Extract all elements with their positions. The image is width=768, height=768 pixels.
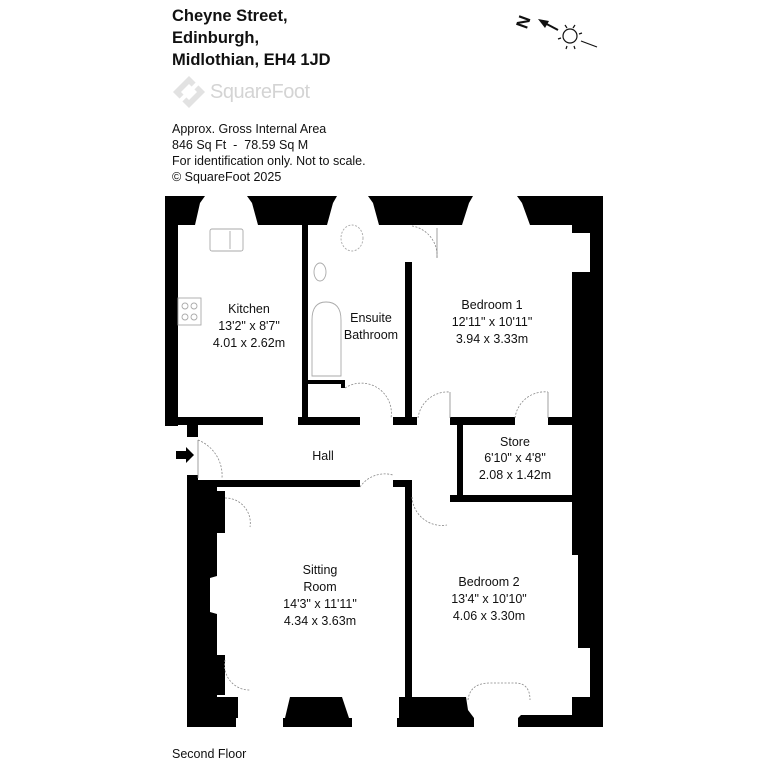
squarefoot-logo: SquareFoot bbox=[172, 75, 310, 109]
door-swings bbox=[197, 225, 549, 701]
info-line: © SquareFoot 2025 bbox=[172, 170, 282, 184]
bedroom1-name: Bedroom 1 bbox=[461, 298, 522, 312]
address-line: Cheyne Street, bbox=[172, 7, 288, 25]
info-line: 846 Sq Ft - 78.59 Sq M bbox=[172, 138, 309, 152]
sitting-name-2: Room bbox=[303, 580, 336, 594]
hob-icon bbox=[177, 297, 202, 326]
hall-name: Hall bbox=[312, 449, 334, 463]
ensuite-name: Ensuite bbox=[350, 311, 392, 325]
bedroom1-metric: 3.94 x 3.33m bbox=[456, 332, 528, 346]
bedroom2-metric: 4.06 x 3.30m bbox=[453, 609, 525, 623]
logo-text: SquareFoot bbox=[210, 80, 310, 103]
info-line: Approx. Gross Internal Area bbox=[172, 122, 327, 136]
info-line: For identification only. Not to scale. bbox=[172, 154, 366, 168]
kitchen-imperial: 13'2" x 8'7" bbox=[218, 319, 280, 333]
sink-icon bbox=[209, 228, 244, 252]
property-address: Cheyne Street, Edinburgh, Midlothian, EH… bbox=[172, 5, 331, 71]
room-labels: Kitchen 13'2" x 8'7" 4.01 x 2.62m Ensuit… bbox=[213, 298, 551, 628]
sitting-metric: 4.34 x 3.63m bbox=[284, 614, 356, 628]
address-line: Edinburgh, bbox=[172, 29, 260, 47]
store-imperial: 6'10" x 4'8" bbox=[484, 451, 546, 465]
kitchen-metric: 4.01 x 2.62m bbox=[213, 336, 285, 350]
sitting-name: Sitting bbox=[303, 563, 338, 577]
store-name: Store bbox=[500, 435, 530, 449]
store-metric: 2.08 x 1.42m bbox=[479, 468, 551, 482]
kitchen-name: Kitchen bbox=[228, 302, 270, 316]
toilet-icon bbox=[340, 224, 364, 252]
walls bbox=[165, 196, 603, 727]
bedroom1-imperial: 12'11" x 10'11" bbox=[452, 315, 533, 329]
logo-diamond-icon bbox=[173, 76, 205, 108]
address-line: Midlothian, EH4 1JD bbox=[172, 51, 331, 69]
basin-icon bbox=[313, 262, 327, 282]
sitting-imperial: 14'3" x 11'11" bbox=[283, 597, 357, 611]
fixtures bbox=[177, 224, 364, 377]
bedroom2-imperial: 13'4" x 10'10" bbox=[451, 592, 527, 606]
bedroom2-name: Bedroom 2 bbox=[458, 575, 519, 589]
bath-icon bbox=[311, 301, 342, 377]
floor-label: Second Floor bbox=[172, 747, 247, 761]
door-leaves bbox=[197, 228, 549, 478]
compass-icon: N bbox=[515, 13, 598, 50]
ensuite-name-2: Bathroom bbox=[344, 328, 398, 342]
area-info: Approx. Gross Internal Area 846 Sq Ft - … bbox=[172, 121, 366, 185]
entrance-arrow-icon bbox=[176, 447, 194, 463]
